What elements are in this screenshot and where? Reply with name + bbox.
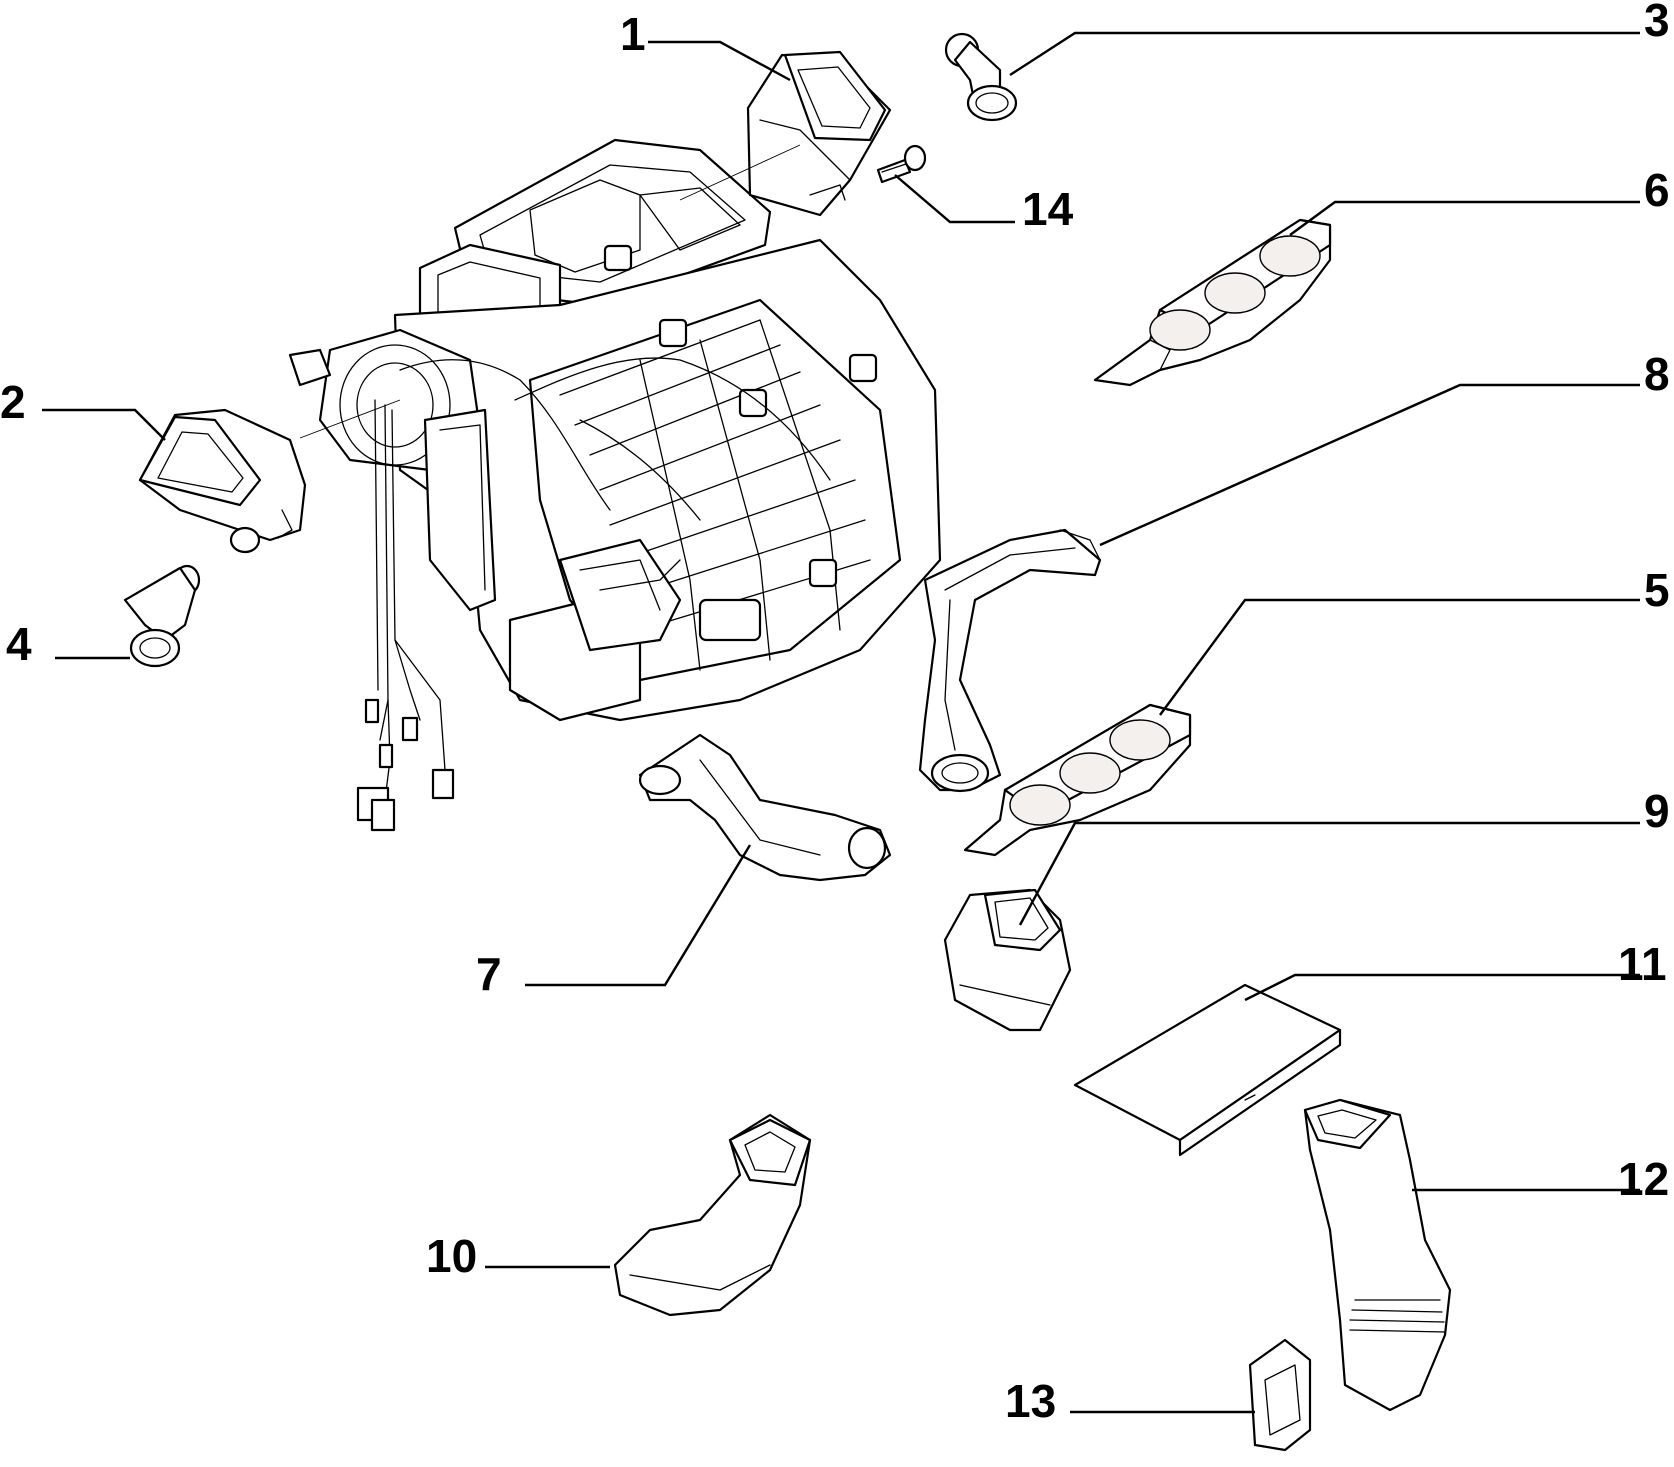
part-1-outlet-duct bbox=[679, 50, 892, 217]
callout-2: 2 bbox=[0, 376, 26, 428]
callout-labels: 1 2 3 4 5 6 7 8 9 10 11 12 13 14 bbox=[0, 0, 1670, 1427]
part-10-floor-duct bbox=[613, 1113, 812, 1317]
callout-10: 10 bbox=[426, 1230, 477, 1282]
callout-4: 4 bbox=[6, 618, 32, 670]
part-11-panel bbox=[1073, 983, 1342, 1157]
leader-lines bbox=[42, 31, 1640, 1414]
callout-13: 13 bbox=[1005, 1375, 1056, 1427]
part-6-vent-cluster bbox=[1093, 218, 1332, 387]
callout-12: 12 bbox=[1618, 1153, 1669, 1205]
part-2-vent bbox=[138, 399, 401, 554]
callout-6: 6 bbox=[1644, 164, 1670, 216]
part-14-screw bbox=[876, 144, 927, 184]
callout-1: 1 bbox=[620, 8, 646, 60]
callout-7: 7 bbox=[476, 948, 502, 1000]
callout-5: 5 bbox=[1644, 564, 1670, 616]
part-8-long-duct bbox=[918, 528, 1102, 793]
part-4-fitting bbox=[123, 564, 201, 668]
hvac-housing-assembly bbox=[288, 138, 942, 832]
callout-11: 11 bbox=[1618, 938, 1667, 990]
part-3-fitting bbox=[944, 32, 1018, 122]
part-12-tall-duct bbox=[1303, 1098, 1452, 1412]
callout-3: 3 bbox=[1644, 0, 1670, 46]
part-5-vent-cluster bbox=[963, 703, 1192, 857]
callout-9: 9 bbox=[1644, 785, 1670, 837]
callout-14: 14 bbox=[1022, 183, 1074, 235]
part-13-bracket bbox=[1248, 1338, 1312, 1452]
part-7-small-duct bbox=[638, 733, 892, 882]
part-9-tapered-duct bbox=[943, 888, 1072, 1032]
callout-8: 8 bbox=[1644, 348, 1670, 400]
